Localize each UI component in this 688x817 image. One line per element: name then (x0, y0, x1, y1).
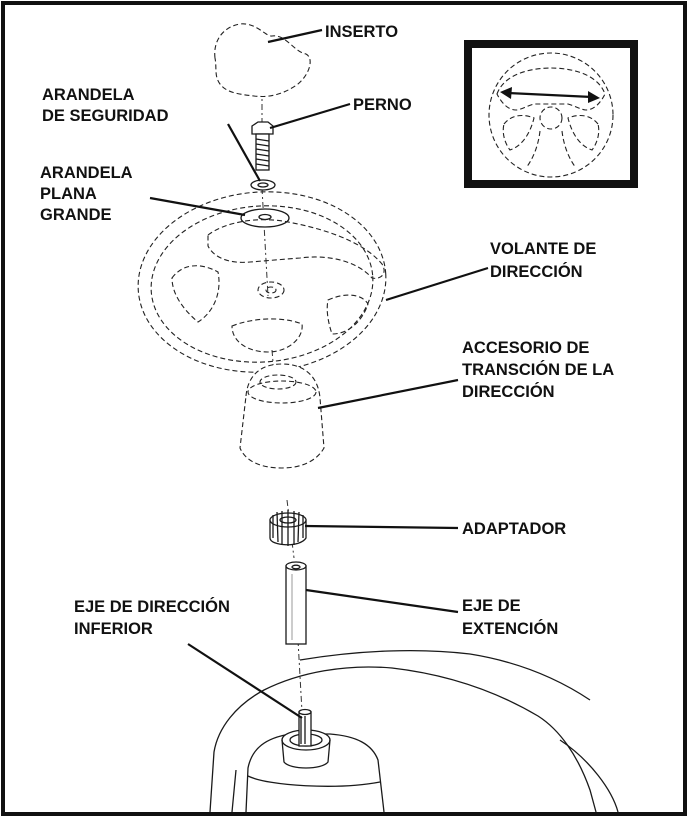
leader-adaptador (304, 524, 459, 530)
insert-part (214, 23, 311, 98)
label-volante-line1: VOLANTE DE (490, 240, 596, 258)
leader-eje-inferior (187, 643, 303, 719)
bolt-part (251, 121, 274, 171)
label-accesorio-line1: ACCESORIO DE (462, 339, 589, 357)
leader-volante (385, 266, 489, 302)
label-inserto: INSERTO (325, 23, 398, 41)
flat-washer-part (240, 208, 290, 228)
label-arandela-plana-line1: ARANDELA (40, 164, 133, 182)
leader-accesorio (317, 378, 459, 410)
extension-shaft-part (285, 561, 307, 645)
lower-steering-shaft-part (298, 708, 312, 747)
leader-inserto (267, 28, 323, 44)
leader-perno (269, 102, 351, 130)
label-eje-inferior-line1: EJE DE DIRECCIÓN (74, 597, 230, 616)
inset-detail-box (464, 40, 638, 188)
label-eje-extension-line2: EXTENCIÓN (462, 619, 558, 638)
leader-arandela-plana (149, 196, 246, 217)
label-arandela-plana-line3: GRANDE (40, 206, 112, 224)
label-accesorio-line2: TRANSCIÓN DE LA (462, 360, 614, 379)
width-arrow (507, 91, 593, 99)
label-adaptador: ADAPTADOR (462, 520, 566, 538)
lock-washer-part (250, 179, 276, 191)
adapter-part (269, 510, 307, 546)
tractor-body (209, 649, 619, 813)
label-volante-line2: DIRECCIÓN (490, 262, 583, 281)
label-eje-inferior-line2: INFERIOR (74, 620, 153, 638)
label-arandela-plana-line2: PLANA (40, 185, 97, 203)
transition-fitting-part (239, 363, 325, 469)
label-perno: PERNO (353, 96, 412, 114)
label-arandela-seguridad-line1: ARANDELA (42, 86, 135, 104)
leader-eje-extension (305, 588, 459, 614)
label-accesorio-line3: DIRECCIÓN (462, 382, 555, 401)
leader-arandela-seguridad (227, 123, 261, 182)
label-eje-extension-line1: EJE DE (462, 597, 521, 615)
label-arandela-seguridad-line2: DE SEGURIDAD (42, 107, 169, 125)
